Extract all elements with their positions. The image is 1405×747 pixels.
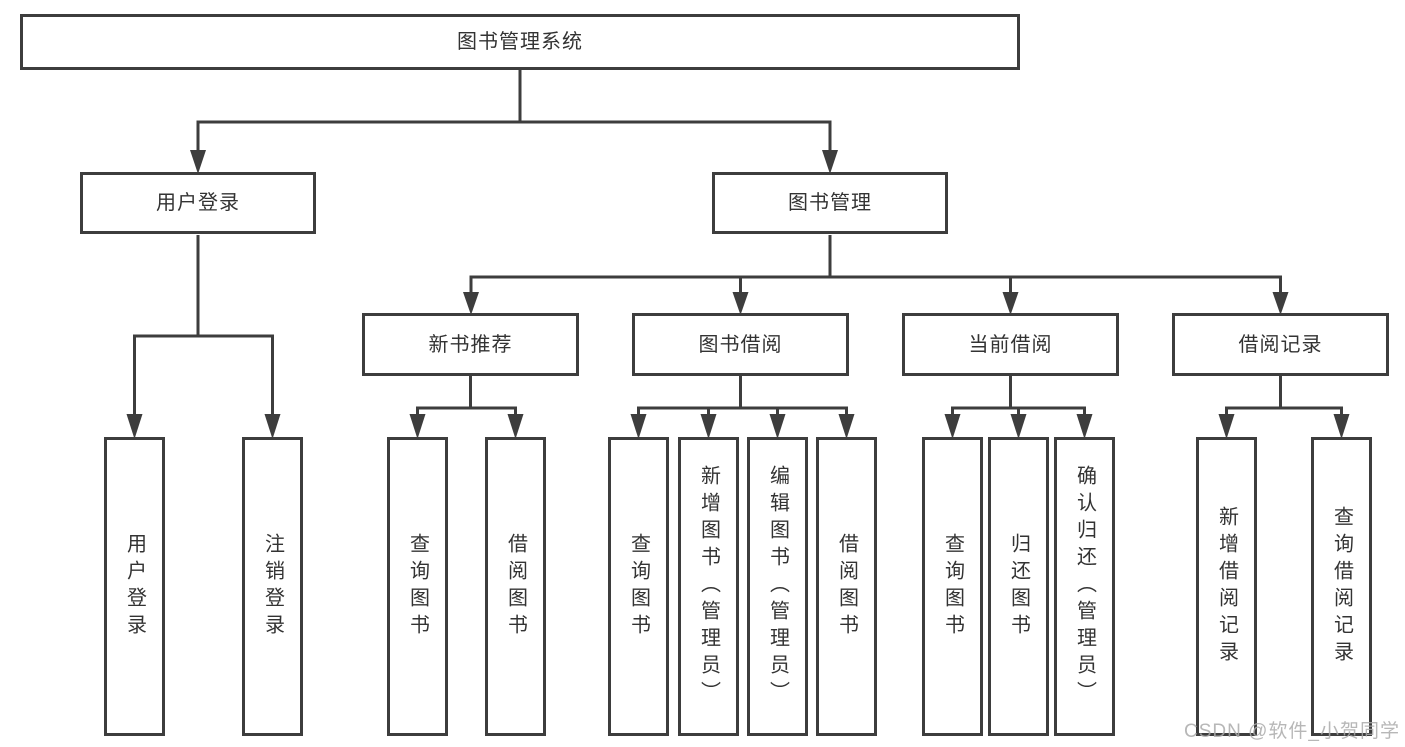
arrow-icon <box>1272 292 1289 315</box>
leaf-query-books-borrow: 查询图书 <box>608 437 669 736</box>
connector-book-mgmt-split <box>469 235 1282 293</box>
leaf-edit-books-admin: 编辑图书（管理员） <box>747 437 808 736</box>
arrow-icon <box>1076 414 1093 439</box>
connector-current-borrow-split <box>951 376 1086 416</box>
connector-user-login-split <box>133 235 274 416</box>
arrow-icon <box>769 414 786 439</box>
leaf-query-books-current: 查询图书 <box>922 437 983 736</box>
arrow-icon <box>264 414 281 439</box>
arrow-icon <box>507 414 524 439</box>
arrow-icon <box>732 292 749 315</box>
node-borrow-records: 借阅记录 <box>1172 313 1389 376</box>
arrow-icon <box>944 414 961 439</box>
leaf-borrow-books: 借阅图书 <box>816 437 877 736</box>
node-current-borrow: 当前借阅 <box>902 313 1119 376</box>
arrow-icon <box>190 150 206 174</box>
leaf-user-login: 用户登录 <box>104 437 165 736</box>
node-user-login: 用户登录 <box>80 172 316 234</box>
node-book-borrow: 图书借阅 <box>632 313 849 376</box>
leaf-add-borrow-record: 新增借阅记录 <box>1196 437 1257 736</box>
watermark: CSDN @软件_小贺同学 <box>1184 721 1400 742</box>
leaf-query-borrow-record: 查询借阅记录 <box>1311 437 1372 736</box>
node-root-system: 图书管理系统 <box>20 14 1020 70</box>
arrow-icon <box>630 414 647 439</box>
connector-new-book-split <box>416 376 517 416</box>
connector-borrow-records-split <box>1225 376 1343 416</box>
leaf-add-books-admin: 新增图书（管理员） <box>678 437 739 736</box>
leaf-return-books: 归还图书 <box>988 437 1049 736</box>
leaf-query-books-recommend: 查询图书 <box>387 437 448 736</box>
connector-book-borrow-split <box>637 376 848 416</box>
arrow-icon <box>126 414 143 439</box>
leaf-borrow-books-recommend: 借阅图书 <box>485 437 546 736</box>
arrow-icon <box>700 414 717 439</box>
arrow-icon <box>1002 292 1019 315</box>
arrow-icon <box>1333 414 1350 439</box>
node-book-management: 图书管理 <box>712 172 948 234</box>
leaf-logout: 注销登录 <box>242 437 303 736</box>
connector-root-split <box>196 70 832 152</box>
arrow-icon <box>1218 414 1235 439</box>
arrow-icon <box>822 150 838 174</box>
arrow-icon <box>1010 414 1027 439</box>
arrow-icon <box>463 292 479 315</box>
arrowheads <box>126 150 1350 439</box>
leaf-confirm-return-admin: 确认归还（管理员） <box>1054 437 1115 736</box>
node-new-book-recommend: 新书推荐 <box>362 313 579 376</box>
arrow-icon <box>409 414 426 439</box>
arrow-icon <box>838 414 855 439</box>
